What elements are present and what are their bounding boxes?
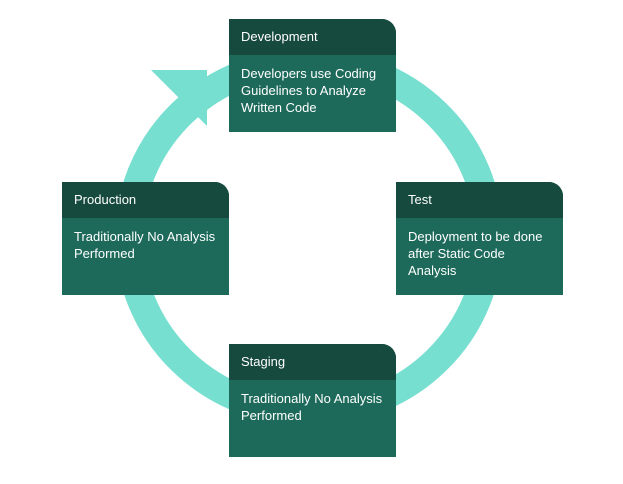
stage-title-production: Production xyxy=(62,182,229,218)
stage-card-test: Test Deployment to be done after Static … xyxy=(396,182,563,295)
stage-description-development: Developers use Coding Guidelines to Anal… xyxy=(241,66,377,115)
stage-title-staging: Staging xyxy=(229,344,396,380)
stage-card-staging: Staging Traditionally No Analysis Perfor… xyxy=(229,344,396,457)
cycle-arrowhead-icon xyxy=(151,70,207,126)
stage-description-staging: Traditionally No Analysis Performed xyxy=(241,391,383,423)
stage-description-production: Traditionally No Analysis Performed xyxy=(74,229,216,261)
stage-card-production: Production Traditionally No Analysis Per… xyxy=(62,182,229,295)
stage-card-development: Development Developers use Coding Guidel… xyxy=(229,19,396,132)
stage-title-development: Development xyxy=(229,19,396,55)
stage-description-test: Deployment to be done after Static Code … xyxy=(408,229,543,278)
stage-title-test: Test xyxy=(396,182,563,218)
